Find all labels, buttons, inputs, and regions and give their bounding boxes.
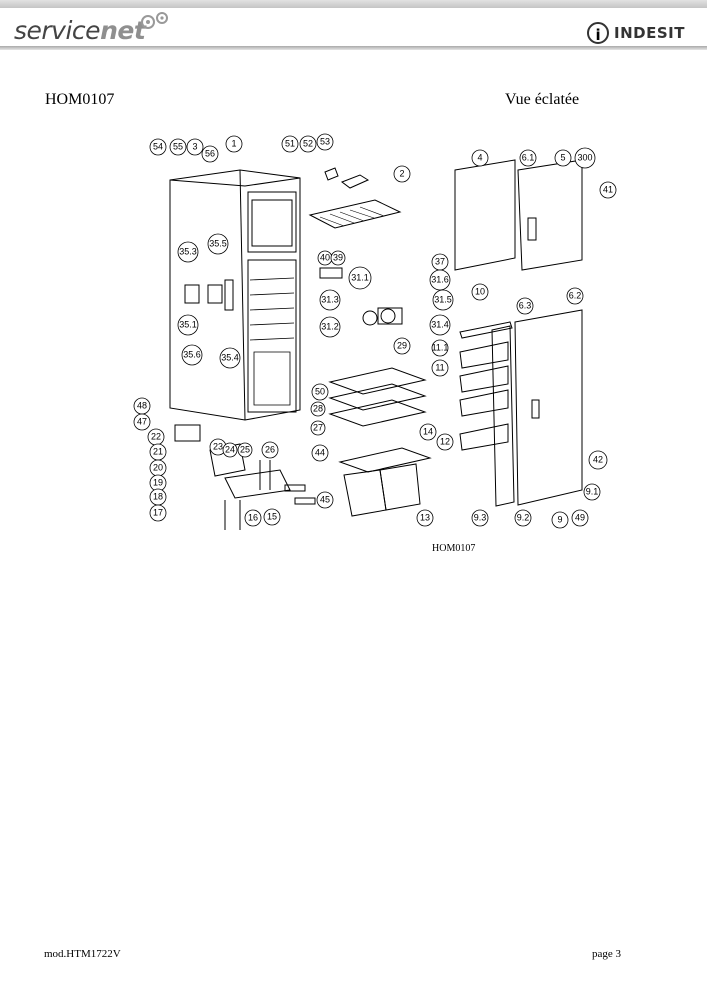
diagram-caption: HOM0107: [432, 543, 476, 554]
header-divider: [0, 46, 707, 50]
callout-9-1: 9.1: [586, 486, 599, 496]
callout-39: 39: [333, 252, 343, 262]
footer-page: page 3: [592, 948, 622, 960]
logo-text-a: service: [14, 16, 101, 45]
callout-52: 52: [303, 138, 313, 148]
callout-6-1: 6.1: [522, 152, 535, 162]
callout-31-5: 31.5: [434, 294, 452, 304]
callout-56: 56: [205, 148, 215, 158]
callout-31-2: 31.2: [321, 321, 339, 331]
callout-9-3: 9.3: [474, 512, 487, 522]
callout-11-1: 11.1: [432, 342, 449, 352]
callout-23: 23: [213, 441, 223, 451]
callout-42: 42: [593, 454, 603, 464]
callout-13: 13: [420, 512, 430, 522]
callout-53: 53: [320, 136, 330, 146]
callout-50: 50: [315, 386, 325, 396]
callout-11: 11: [435, 362, 444, 372]
gears-icon: [141, 12, 168, 29]
callout-15: 15: [267, 511, 277, 521]
callout-6-3: 6.3: [519, 300, 532, 310]
callout-55: 55: [173, 141, 183, 151]
callout-9-2: 9.2: [517, 512, 530, 522]
callout-49: 49: [575, 512, 585, 522]
callout-51: 51: [285, 138, 295, 148]
callout-45: 45: [320, 494, 330, 504]
callout-35-6: 35.6: [183, 349, 201, 359]
view-title: Vue éclatée: [505, 91, 580, 108]
callout-31-4: 31.4: [431, 319, 449, 329]
logo-text-b: net: [100, 16, 146, 45]
model-code: HOM0107: [45, 91, 115, 108]
callout-16: 16: [248, 512, 258, 522]
callout-31-3: 31.3: [321, 294, 339, 304]
callout-2: 2: [399, 168, 404, 178]
callout-54: 54: [153, 141, 163, 151]
top-bar: [0, 0, 707, 8]
callout-18: 18: [153, 491, 163, 501]
callout-37: 37: [435, 256, 445, 266]
callout-35-1: 35.1: [179, 319, 197, 329]
callout-19: 19: [153, 477, 163, 487]
callout-25: 25: [240, 444, 250, 454]
callout-4: 4: [477, 152, 482, 162]
callout-29: 29: [397, 340, 407, 350]
callout-41: 41: [603, 184, 613, 194]
callout-20: 20: [153, 462, 163, 472]
callout-10: 10: [475, 286, 485, 296]
footer-model: mod.HTM1722V: [44, 948, 121, 960]
indesit-i-icon: i: [587, 22, 610, 44]
callout-31-6: 31.6: [431, 274, 449, 284]
callout-22: 22: [151, 431, 161, 441]
callout-31-1: 31.1: [351, 272, 369, 282]
cabinet-outline: [169, 169, 301, 421]
callout-14: 14: [423, 426, 433, 436]
callout-47: 47: [137, 416, 147, 426]
callout-28: 28: [313, 403, 323, 413]
servicenet-logo: servicenet: [14, 16, 146, 45]
callout-9: 9: [557, 514, 562, 524]
callout-48: 48: [137, 400, 147, 410]
callout-17: 17: [153, 507, 163, 517]
callout-12a: 12: [440, 436, 450, 446]
indesit-wordmark: INDESIT: [614, 24, 685, 42]
callout-27: 27: [313, 422, 323, 432]
indesit-logo: i INDESIT: [587, 22, 685, 44]
callout-300: 300: [577, 152, 592, 162]
callout-1: 1: [231, 138, 236, 148]
callout-35-3: 35.3: [179, 246, 197, 256]
callout-3: 3: [192, 141, 197, 151]
exploded-view-diagram: 54 55 3 56 1 51 52 53 2 4 6.1 5 300 41 3…: [133, 133, 617, 530]
callout-40: 40: [320, 252, 330, 262]
callout-24: 24: [225, 444, 235, 454]
callout-35-4: 35.4: [221, 352, 239, 362]
callout-21: 21: [153, 446, 163, 456]
callout-6-2: 6.2: [569, 290, 582, 300]
callout-44: 44: [315, 447, 325, 457]
callout-26: 26: [265, 444, 275, 454]
callout-5: 5: [560, 152, 565, 162]
callout-35-5: 35.5: [209, 238, 227, 248]
